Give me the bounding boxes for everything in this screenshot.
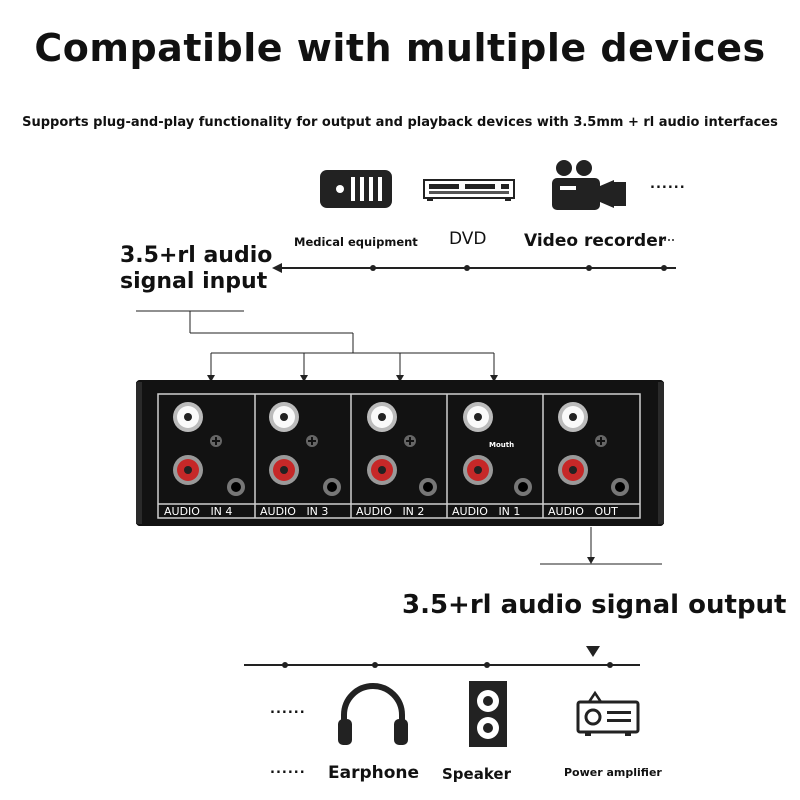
rca-white-jack	[463, 402, 493, 432]
label-earphone: Earphone	[328, 763, 420, 783]
rca-white-jack	[367, 402, 397, 432]
output-signal-label: 3.5+rl audio signal output	[402, 590, 787, 620]
panel-label-in2: AUDIO IN 2	[356, 505, 424, 518]
input-signal-label-line2: signal input	[120, 269, 268, 294]
mouth-label: Mouth	[489, 441, 514, 449]
rca-white-jack	[173, 402, 203, 432]
rca-red-jack	[269, 455, 299, 485]
rca-red-jack	[367, 455, 397, 485]
input-more-indicator: ......	[650, 177, 686, 192]
video-camera-icon	[552, 160, 626, 210]
dvd-player-icon	[423, 179, 515, 201]
projector-amplifier-icon	[576, 690, 640, 736]
label-power-amplifier: Power amplifier	[564, 766, 662, 779]
output-more-indicator-bottom: ......	[270, 762, 306, 777]
audio-switch-device: Mouth AUDIO IN 4 AUDIO IN 3 AUDIO IN 2 A…	[136, 380, 664, 526]
rca-red-jack	[173, 455, 203, 485]
mini-jack-3-5mm	[419, 478, 437, 496]
device-face: Mouth AUDIO IN 4 AUDIO IN 3 AUDIO IN 2 A…	[136, 380, 664, 526]
screw-icon	[210, 435, 222, 447]
panel-label-out: AUDIO OUT	[548, 505, 618, 518]
mini-jack-3-5mm	[611, 478, 629, 496]
rca-white-jack	[269, 402, 299, 432]
mini-jack-3-5mm	[227, 478, 245, 496]
headphones-icon	[338, 683, 408, 745]
rca-white-jack	[558, 402, 588, 432]
screw-icon	[306, 435, 318, 447]
panel-label-in4: AUDIO IN 4	[164, 505, 232, 518]
mini-jack-3-5mm	[323, 478, 341, 496]
rca-red-jack	[558, 455, 588, 485]
screw-icon	[404, 435, 416, 447]
label-speaker: Speaker	[442, 765, 511, 783]
page-subtitle: Supports plug-and-play functionality for…	[22, 115, 778, 130]
rca-red-jack	[463, 455, 493, 485]
label-medical-equipment: Medical equipment	[294, 235, 418, 249]
medical-equipment-icon	[320, 170, 392, 208]
speaker-icon	[469, 681, 507, 747]
output-more-indicator-top: ......	[270, 702, 306, 717]
page-title: Compatible with multiple devices	[34, 26, 766, 70]
label-video-recorder: Video recorder	[524, 231, 667, 251]
panel-label-in3: AUDIO IN 3	[260, 505, 328, 518]
label-dvd: DVD	[449, 229, 487, 249]
screw-icon	[595, 435, 607, 447]
input-signal-label: 3.5+rl audio signal input	[120, 243, 272, 295]
mini-jack-3-5mm	[514, 478, 532, 496]
input-signal-label-line1: 3.5+rl audio	[120, 243, 273, 268]
panel-label-in1: AUDIO IN 1	[452, 505, 520, 518]
